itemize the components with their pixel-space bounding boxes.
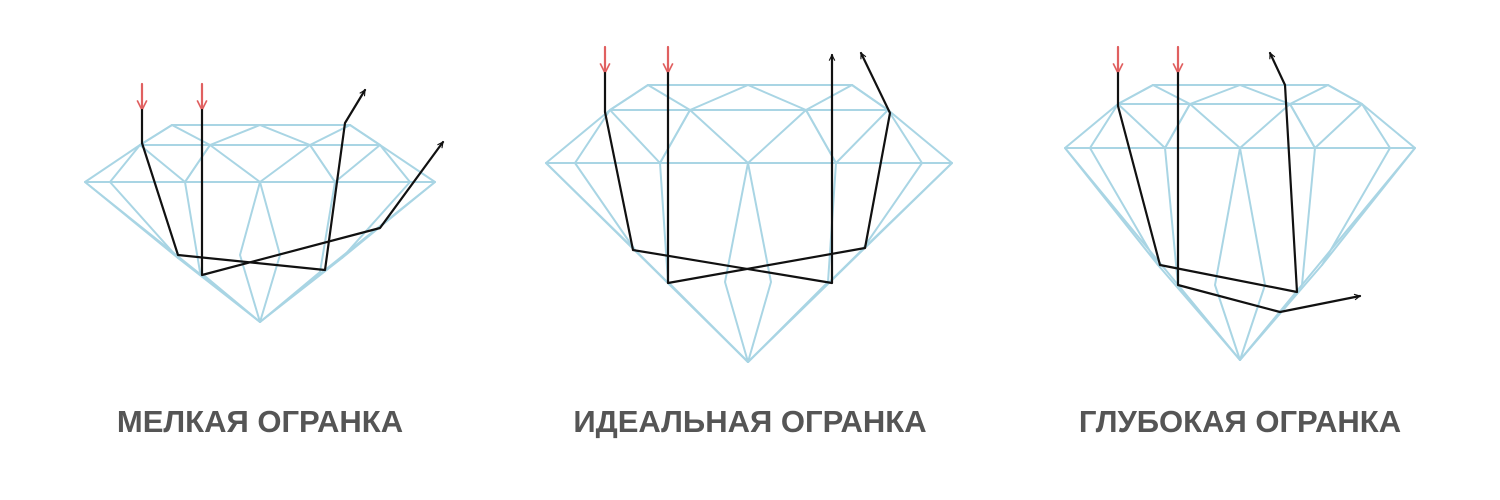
shallow-cut-diamond <box>84 82 445 323</box>
deep-cut-light-rays <box>1116 45 1360 314</box>
ideal-cut-diamond <box>545 45 953 363</box>
shallow-cut-caption: МЕЛКАЯ ОГРАНКА <box>116 404 404 439</box>
light-ray-path <box>1176 71 1360 314</box>
ideal-cut-light-rays <box>603 45 892 285</box>
light-ray-path <box>603 53 832 285</box>
deep-cut-diamond <box>1064 45 1416 361</box>
light-ray-path <box>200 108 445 277</box>
light-ray-path <box>666 53 892 285</box>
light-ray-path <box>140 88 367 272</box>
ideal-cut-caption: ИДЕАЛЬНАЯ ОГРАНКА <box>573 404 927 439</box>
deep-cut-facets <box>1064 84 1416 361</box>
light-ray-path <box>1116 53 1299 294</box>
deep-cut-caption: ГЛУБОКАЯ ОГРАНКА <box>1078 404 1402 439</box>
shallow-cut-facets <box>84 124 436 323</box>
shallow-cut-light-rays <box>140 82 445 277</box>
